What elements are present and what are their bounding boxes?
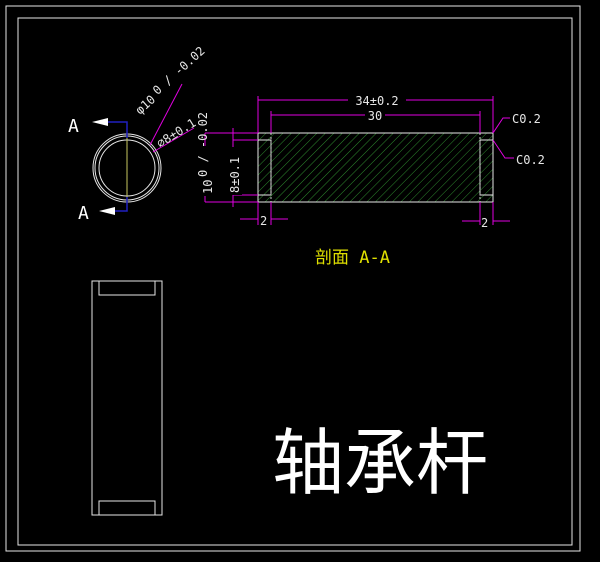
- outer-frame: [5, 5, 581, 552]
- outer-height-tol: 0 / -0.02: [196, 112, 210, 177]
- section-caption: 剖面 A-A: [315, 248, 390, 268]
- side-view: [91, 280, 163, 516]
- drawing-title: 轴承杆: [272, 421, 488, 505]
- right-depth-dim: 2: [481, 216, 488, 230]
- chamfer-outer-dim: C0.2: [512, 112, 541, 126]
- inner-length-dim: 30: [368, 109, 382, 123]
- hatch-area: [258, 133, 493, 202]
- outer-height-dim: 10: [201, 180, 215, 194]
- arrow-icon: [99, 207, 115, 215]
- inner-frame: [17, 17, 573, 546]
- outer-diameter-dim: φ10: [133, 92, 158, 117]
- overall-length-dim: 34±0.2: [355, 94, 398, 108]
- cut-line-top: [108, 121, 128, 138]
- section-label-top: A: [68, 116, 79, 137]
- arrow-icon: [92, 118, 108, 126]
- chamfer-inner-dim: C0.2: [516, 153, 545, 167]
- inner-height-dim: 8±0.1: [228, 157, 242, 193]
- section-label-bottom: A: [78, 203, 89, 224]
- inner-diameter-dim: ⌀8±0.1: [154, 116, 198, 151]
- end-view: A A φ10 0 / -0.02 ⌀8±0.1: [68, 44, 208, 224]
- left-depth-dim: 2: [260, 214, 267, 228]
- section-view: 34±0.2 30 2 2 C0.2 C0.2 10 0 / -0.02: [196, 92, 545, 268]
